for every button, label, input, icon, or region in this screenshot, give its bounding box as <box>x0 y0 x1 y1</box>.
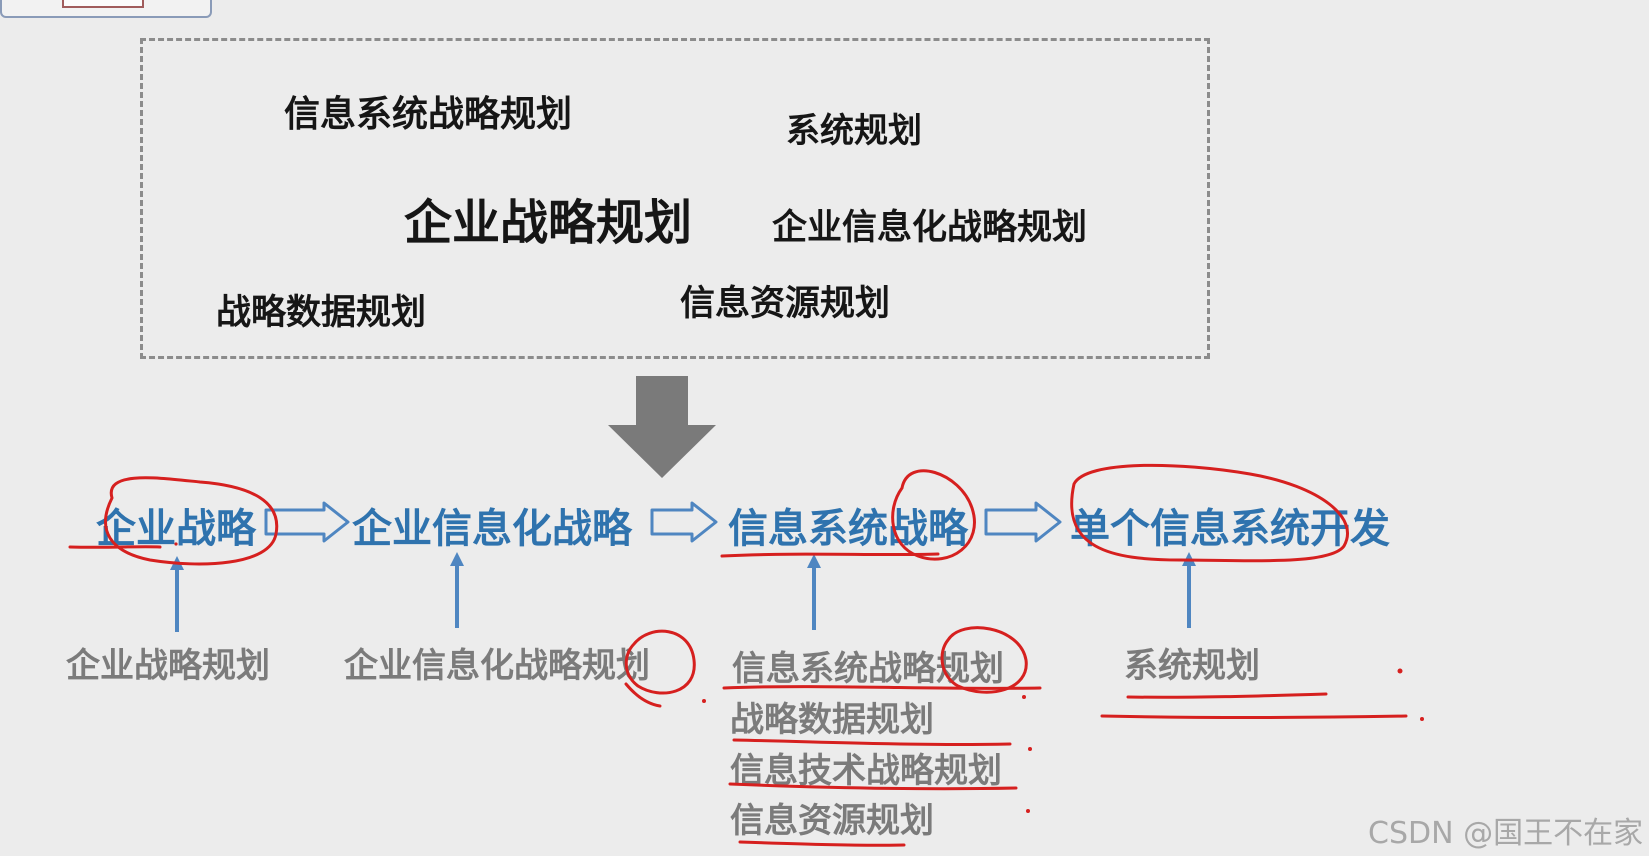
annotation-underline-list-3 <box>732 738 1012 747</box>
term-info-resource-planning: 信息资源规划 <box>680 284 891 324</box>
flow-info-system-strategy: 信息系统战略 <box>728 506 968 552</box>
annotation-underline-system-planning <box>1126 692 1328 699</box>
term-enterprise-strategic-planning: 企业战略规划 <box>404 195 693 251</box>
watermark: CSDN @国王不在家 <box>1368 816 1644 851</box>
flow-enterprise-informatization-strategy: 企业信息化战略 <box>352 506 632 552</box>
annotation-underline-list-1 <box>722 685 1042 690</box>
annotation-underline-system-planning-long <box>1100 714 1408 719</box>
source-system-planning: 系统规划 <box>1124 646 1260 686</box>
source-info-resource-planning: 信息资源规划 <box>730 801 934 841</box>
up-arrow-1 <box>170 556 184 632</box>
source-enterprise-strategic-planning: 企业战略规划 <box>66 646 270 686</box>
up-arrow-4 <box>1182 552 1196 628</box>
annotation-underline-enterprise-strategy <box>68 545 162 549</box>
term-strategic-data-planning: 战略数据规划 <box>216 293 427 333</box>
annotation-circle-planning-2 <box>940 626 1028 694</box>
red-annotations <box>68 463 1408 847</box>
hollow-arrow-1 <box>264 501 350 543</box>
hollow-arrow-2 <box>650 501 718 543</box>
up-arrow-2 <box>450 552 464 628</box>
corner-frame-inner <box>62 0 144 8</box>
annotation-underline-list-3b <box>728 782 1018 791</box>
up-arrow-3 <box>807 554 821 630</box>
annotation-underline-list-4 <box>738 840 906 847</box>
annotation-circle-info-system-strategy <box>891 469 976 561</box>
hollow-arrow-3 <box>984 501 1062 543</box>
dashed-group-box <box>140 38 1210 359</box>
corner-frame <box>0 0 212 18</box>
flow-single-info-system-development: 单个信息系统开发 <box>1070 506 1390 552</box>
annotation-circle-planning-1 <box>624 629 696 695</box>
big-down-arrow <box>608 376 716 478</box>
source-strategic-data-planning: 战略数据规划 <box>730 700 934 740</box>
term-info-system-strategic-planning: 信息系统战略规划 <box>284 94 573 135</box>
annotation-tail-planning-1 <box>624 682 662 708</box>
term-enterprise-informatization-strategic-planning: 企业信息化战略规划 <box>772 208 1088 248</box>
annotation-circle-enterprise-strategy <box>104 476 279 566</box>
red-dots <box>174 542 1424 813</box>
source-enterprise-informatization-strategic-planning: 企业信息化战略规划 <box>344 646 650 686</box>
term-system-planning: 系统规划 <box>786 111 922 151</box>
annotation-circle-single-development <box>1070 463 1349 563</box>
annotation-underline-info-system-strategy <box>720 552 940 558</box>
source-info-system-strategic-planning: 信息系统战略规划 <box>732 649 1004 689</box>
